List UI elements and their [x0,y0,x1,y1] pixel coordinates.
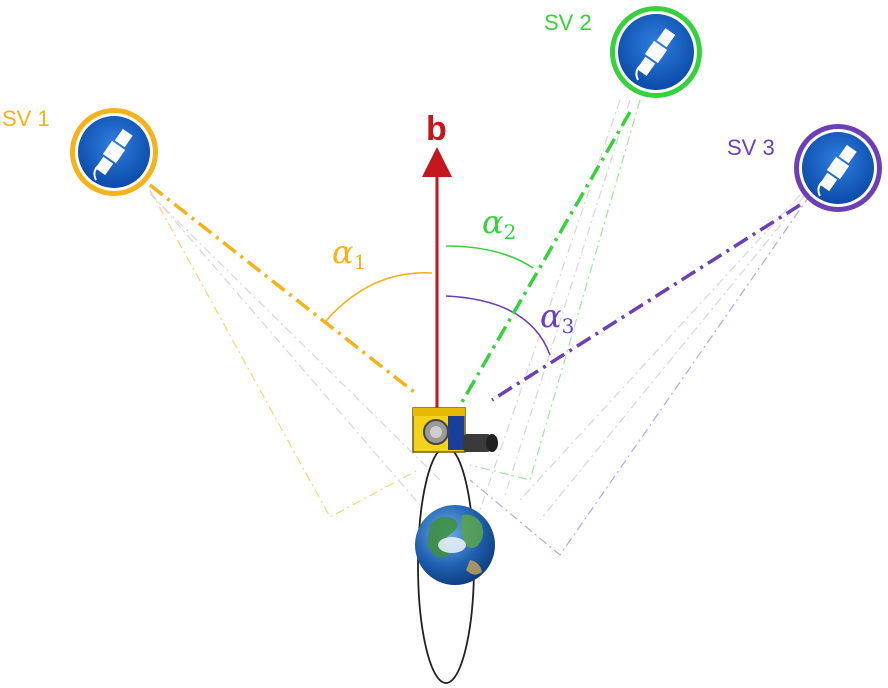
earth-icon [415,505,495,585]
sv3-projection-1 [469,194,811,556]
alpha2-label: α2 [482,206,516,242]
sv3-line-of-sight [491,203,801,402]
sv2-projection-1 [469,99,641,481]
sv1-satellite-icon [70,108,158,196]
sv2-projection-3 [479,99,621,511]
sv1-projection-2 [149,191,421,506]
alpha3-arc [445,295,551,356]
alpha1-label: α1 [332,236,366,272]
sv2-projection-2 [504,99,631,496]
boresight-label: b [426,110,447,148]
sv3-label: SV 3 [727,135,775,160]
sv1-projection-1 [149,189,419,518]
sv2-satellite-icon [610,6,702,98]
alpha2-subscript: 2 [503,220,517,244]
alpha1-arc [324,272,433,323]
alpha3-subscript: 3 [561,314,575,338]
projection-lines [149,99,811,556]
sv1-projection-3 [149,193,441,481]
spacecraft-camera-icon [412,407,498,453]
sv3-satellite-icon [794,124,882,212]
alpha2-symbol: α [482,203,504,241]
sv1-label: SV 1 [2,106,50,131]
alpha1-symbol: α [332,233,354,271]
sv3-projection-2 [539,194,806,521]
sv2-line-of-sight [460,111,632,403]
sv1-line-of-sight [148,183,420,397]
alpha3-symbol: α [540,297,562,335]
alpha1-subscript: 1 [353,250,367,274]
sv3-projection-3 [519,194,801,501]
alpha3-label: α3 [540,300,574,336]
alpha2-arc [445,245,534,269]
sv2-label: SV 2 [544,10,592,35]
